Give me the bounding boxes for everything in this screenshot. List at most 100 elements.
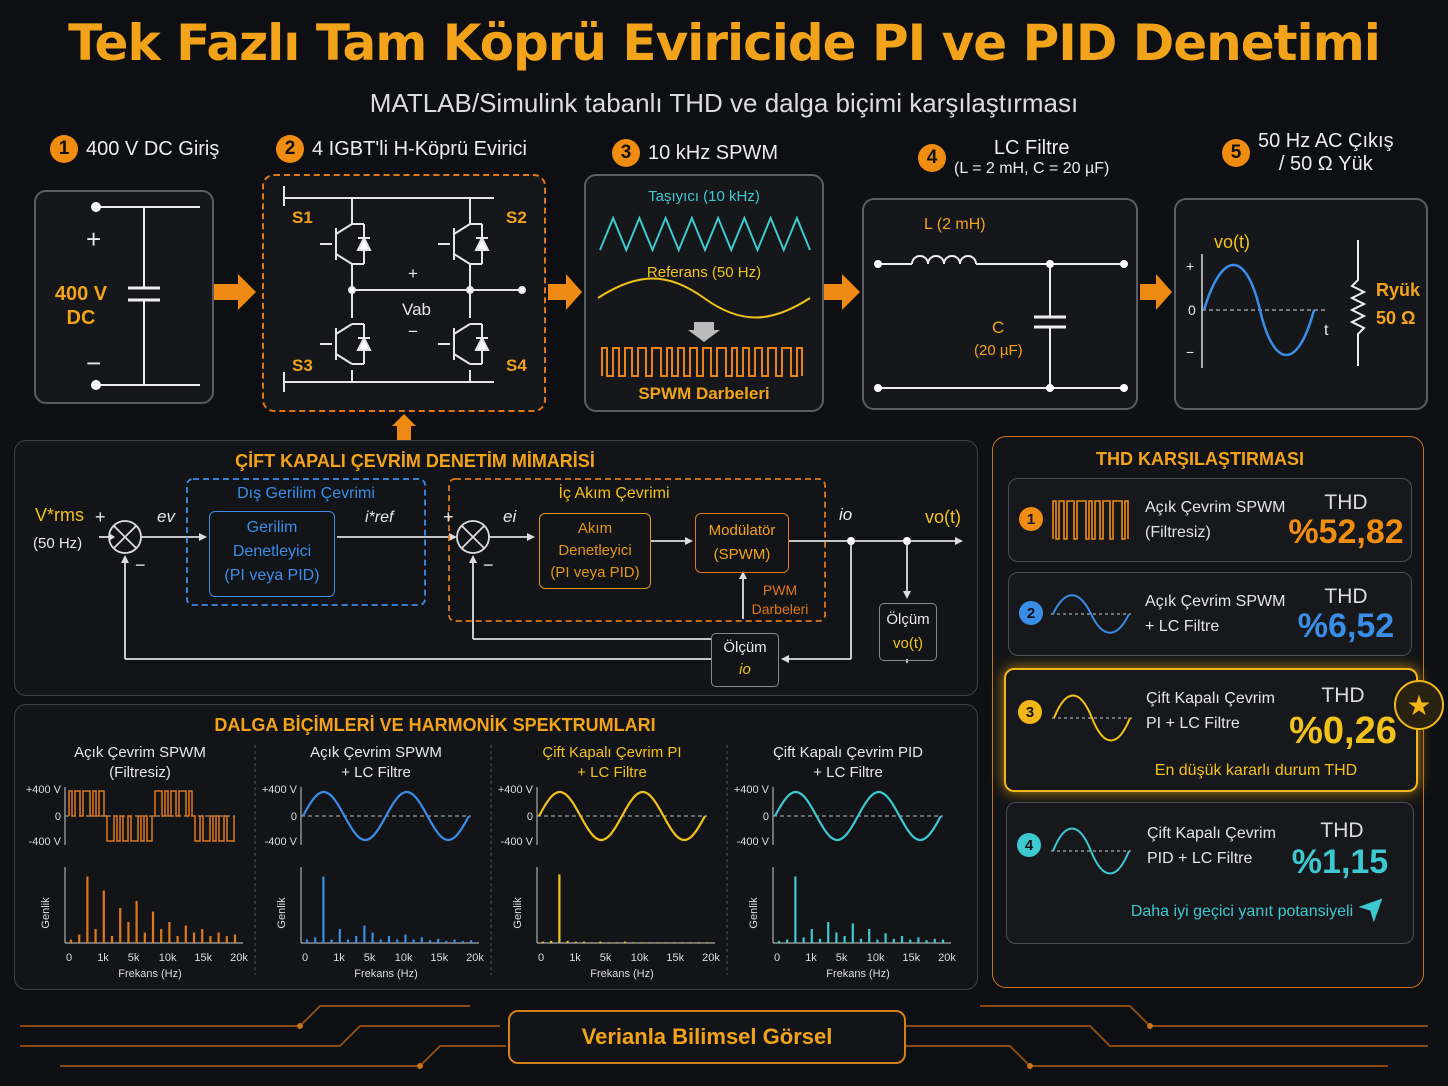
dc-source-schematic	[91, 202, 200, 390]
spec-xtick-0-2: 5k	[128, 952, 140, 964]
dc-unit: DC	[66, 307, 96, 329]
inner-loop-frame	[448, 478, 826, 622]
wave-title-1-line1: Açık Çevrim SPWM	[310, 744, 442, 761]
vab-label: Vab	[402, 300, 431, 319]
footer-label: Verianla Bilimsel Görsel	[508, 1010, 906, 1064]
stage-1-header: 1 400 V DC Giriş	[50, 135, 219, 163]
thd-card-1-badge: 1	[1019, 507, 1043, 531]
stage-arrows	[214, 274, 1172, 440]
wave-title-2-line1: Çift Kapalı Çevrim PI	[542, 744, 681, 761]
spec-xtick-2-4: 15k	[666, 952, 684, 964]
sum2-minus: −	[483, 555, 494, 575]
spec-xlabel-3: Frekans (Hz)	[826, 968, 890, 980]
thd-card-4-label: THD	[1320, 819, 1364, 842]
stage-2-label: 4 IGBT'li H-Köprü Evirici	[312, 137, 527, 160]
output-vo-label: vo(t)	[1214, 232, 1250, 252]
wave-title-3-line1: Çift Kapalı Çevrim PID	[773, 744, 923, 761]
control-title: ÇİFT KAPALI ÇEVRİM DENETİM MİMARİSİ	[235, 451, 595, 471]
arrow-3	[824, 274, 860, 310]
wave-title-0-line1: Açık Çevrim SPWM	[74, 744, 206, 761]
wave-title-3-line2: + LC Filtre	[813, 764, 883, 781]
capacitor-label: C	[992, 318, 1005, 337]
thd-card-1-icon	[1052, 500, 1129, 540]
thd-card-4-note: Daha iyi geçici yanıt potansiyeli	[1130, 903, 1354, 920]
thd-card-3-label: THD	[1321, 684, 1365, 707]
thd-title: THD KARŞILAŞTIRMASI	[1096, 449, 1304, 469]
outer-loop-frame	[186, 478, 426, 606]
stage-1-label: 400 V DC Giriş	[86, 137, 220, 160]
thd-card-2-value: %6,52	[1297, 607, 1395, 645]
ytick-top-0: +400 V	[26, 784, 62, 796]
vc-line1: Gerilim	[246, 519, 298, 536]
thd-card-3-name1: Çift Kapalı Çevrim	[1146, 690, 1275, 707]
spec-xtick-0-5: 20k	[230, 952, 248, 964]
spec-xtick-2-3: 10k	[631, 952, 649, 964]
vref-freq: (50 Hz)	[33, 535, 83, 552]
modulator-block: Modülatör (SPWM)	[695, 513, 789, 573]
voltage-controller: Gerilim Denetleyici (PI veya PID)	[209, 511, 335, 597]
vo-label: vo(t)	[925, 507, 961, 527]
switch-s1-label: S1	[292, 208, 313, 227]
output-zero: 0	[1188, 302, 1196, 318]
thd-card-2-badge: 2	[1019, 601, 1043, 625]
spec-xtick-1-3: 10k	[395, 952, 413, 964]
footer-traces	[20, 1005, 1428, 1069]
bridge-plus: +	[408, 264, 418, 283]
arrow-4	[1140, 274, 1172, 310]
reference-label: Referans (50 Hz)	[646, 264, 762, 281]
inductor-label: L (2 mH)	[924, 216, 986, 233]
igbt-s3	[320, 318, 378, 370]
output-t-label: t	[1324, 322, 1329, 339]
h-bridge-schematic	[283, 186, 526, 392]
thd-card-4-icon	[1051, 827, 1131, 875]
thd-card-1: 1 Açık Çevrim SPWM (Filtresiz) THD %52,8…	[1008, 478, 1412, 562]
mod-line1: Modülatör	[708, 522, 776, 539]
control-diagram	[99, 478, 963, 663]
ytick-bot-3: -400 V	[737, 836, 770, 848]
stage-4-sub: (L = 2 mH, C = 20 µF)	[954, 160, 1110, 177]
stage-4-label: LC Filtre	[993, 137, 1070, 159]
cc-line3: (PI veya PID)	[550, 564, 640, 581]
thd-card-4-name2: PID + LC Filtre	[1147, 850, 1253, 867]
spwm-box: Taşıyıcı (10 kHz) Referans (50 Hz) SPWM …	[584, 174, 824, 412]
spec-xtick-3-0: 0	[774, 952, 780, 964]
wave-title-0-line2: (Filtresiz)	[109, 764, 171, 781]
thd-card-3-name: Çift Kapalı Çevrim PI + LC Filtre	[1146, 686, 1275, 736]
stage-5-header: 5 50 Hz AC Çıkış / 50 Ω Yük	[1222, 130, 1394, 176]
thd-card-1-value: %52,82	[1288, 513, 1404, 551]
spec-ylabel-1: Genlik	[276, 897, 288, 929]
spec-xtick-2-1: 1k	[569, 952, 581, 964]
spec-xtick-3-5: 20k	[938, 952, 956, 964]
mi-line1: Ölçüm	[723, 639, 767, 656]
stage-3-badge: 3	[612, 139, 640, 167]
mv-line1: Ölçüm	[886, 611, 930, 628]
spec-xtick-1-2: 5k	[364, 952, 376, 964]
page-title: Tek Fazlı Tam Köprü Eviricide PI ve PID …	[68, 14, 1381, 72]
mod-line2: (SPWM)	[713, 546, 771, 563]
ytick-top-2: +400 V	[498, 784, 534, 796]
spec-xlabel-0: Frekans (Hz)	[118, 968, 182, 980]
wave-line-0	[68, 790, 235, 842]
thd-card-3-name2: PI + LC Filtre	[1146, 715, 1240, 732]
spec-xtick-3-4: 15k	[902, 952, 920, 964]
stage-5-label: 50 Hz AC Çıkış	[1258, 130, 1394, 152]
pwm-label: PWM Darbeleri	[747, 581, 813, 619]
spec-xlabel-2: Frekans (Hz)	[590, 968, 654, 980]
spec-ylabel-3: Genlik	[748, 897, 760, 929]
sum1-plus: +	[95, 507, 106, 527]
carrier-wave	[599, 215, 811, 253]
cc-line2: Denetleyici	[558, 542, 632, 559]
output-box: vo(t) + 0 − t Ryük 50 Ω	[1174, 198, 1428, 410]
arrow-2	[548, 274, 582, 310]
thd-card-4-badge: 4	[1017, 833, 1041, 857]
reference-wave	[597, 277, 811, 319]
dc-value: 400 V DC	[46, 282, 116, 330]
spec-xtick-1-4: 15k	[430, 952, 448, 964]
ev-label: ev	[157, 507, 175, 526]
thd-card-2-name: Açık Çevrim SPWM + LC Filtre	[1145, 589, 1285, 639]
page-subtitle: MATLAB/Simulink tabanlı THD ve dalga biç…	[369, 88, 1079, 118]
stage-3-label: 10 kHz SPWM	[648, 141, 779, 164]
thd-card-4-value: %1,15	[1291, 843, 1389, 881]
wave-line-2	[538, 790, 706, 842]
down-arrow	[688, 322, 720, 342]
